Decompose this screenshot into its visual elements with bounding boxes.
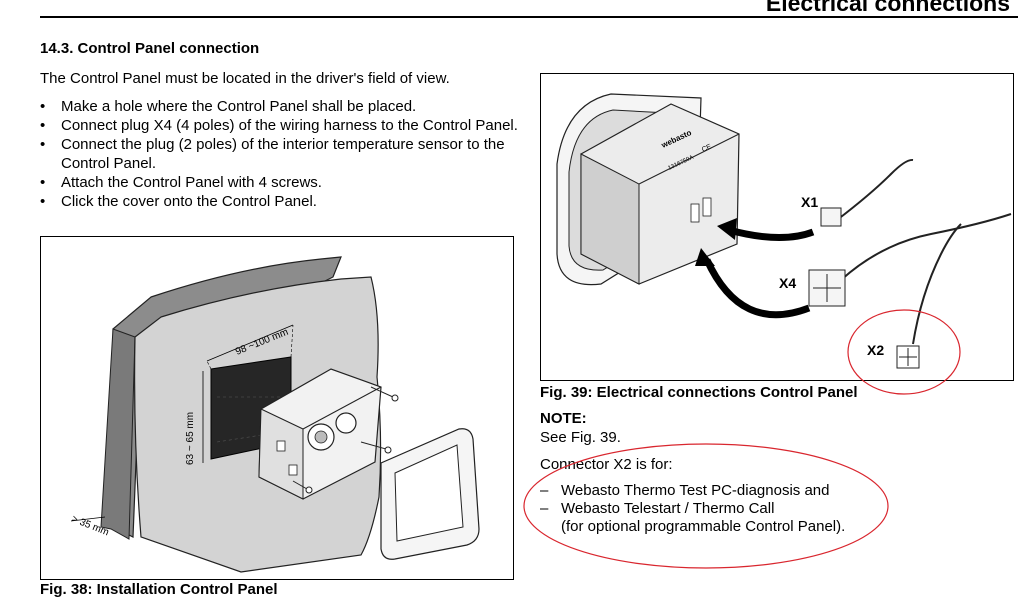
figure-39-electrical-connections: webasto 1316759A CE X1 X4 X2 [540, 73, 1014, 381]
section-title: 14.3. Control Panel connection [40, 40, 260, 57]
figure-38-caption: Fig. 38: Installation Control Panel [40, 581, 278, 598]
use-text: Webasto Telestart / Thermo Call [561, 500, 775, 517]
list-item: • Connect the plug (2 poles) of the inter… [40, 135, 520, 173]
bullet-icon: • [40, 174, 46, 191]
note-title: NOTE: [540, 410, 587, 427]
note-text: See Fig. 39. [540, 429, 621, 446]
list-item: • Make a hole where the Control Panel sha… [40, 97, 520, 116]
list-item-continuation: (for optional programmable Control Panel… [561, 518, 846, 535]
connector-x2-label: X2 [867, 342, 884, 358]
list-item: • Click the cover onto the Control Panel. [40, 192, 520, 211]
step-text: Connect plug X4 (4 poles) of the wiring … [61, 117, 518, 134]
use-text: Webasto Thermo Test PC-diagnosis and [561, 482, 830, 499]
installation-steps-list: • Make a hole where the Control Panel sha… [40, 97, 520, 211]
bullet-icon: • [40, 193, 46, 210]
connector-x4-label: X4 [779, 275, 796, 291]
header-rule [40, 16, 1018, 18]
installation-illustration: 98 ~100 mm 63 ~ 65 mm > 35 mm [70, 256, 480, 573]
step-text: Connect the plug (2 poles) of the interi… [61, 136, 505, 172]
electrical-connections-illustration: webasto 1316759A CE X1 X4 X2 [556, 93, 1012, 369]
list-item: • Attach the Control Panel with 4 screws. [40, 173, 520, 192]
step-text: Attach the Control Panel with 4 screws. [61, 174, 322, 191]
step-text: Make a hole where the Control Panel shal… [61, 98, 417, 115]
figure-38-installation: 98 ~100 mm 63 ~ 65 mm > 35 mm [40, 236, 514, 580]
page-header-title: Electrical connections [765, 0, 1010, 16]
intro-text: The Control Panel must be located in the… [40, 70, 450, 87]
connector-x1-label: X1 [801, 194, 818, 210]
step-text: Click the cover onto the Control Panel. [61, 193, 317, 210]
ce-mark: CE [701, 143, 713, 154]
list-item: –Webasto Thermo Test PC-diagnosis and [540, 482, 900, 500]
bullet-icon: • [40, 98, 46, 115]
dimension-height-label: 63 ~ 65 mm [185, 412, 196, 465]
figure-39-caption: Fig. 39: Electrical connections Control … [540, 384, 858, 401]
bullet-icon: • [40, 136, 46, 153]
dash-icon: – [540, 500, 549, 517]
dash-icon: – [540, 482, 549, 499]
bullet-icon: • [40, 117, 46, 134]
list-item: –Webasto Telestart / Thermo Call [540, 500, 900, 518]
connector-x2-uses-list: –Webasto Thermo Test PC-diagnosis and –W… [540, 482, 900, 536]
connector-x2-intro: Connector X2 is for: [540, 456, 673, 473]
list-item: • Connect plug X4 (4 poles) of the wiring… [40, 116, 520, 135]
